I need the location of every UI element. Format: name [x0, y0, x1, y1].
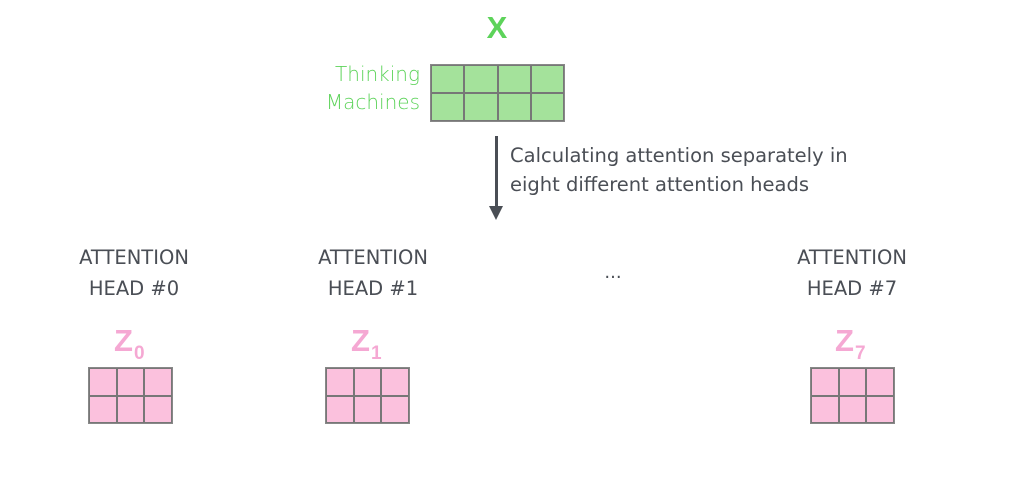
matrix-cell: [431, 93, 465, 121]
matrix-cell: [116, 395, 145, 423]
matrix-cell: [811, 368, 839, 396]
z7-symbol: Z: [835, 323, 854, 358]
matrix-cell: [144, 368, 172, 396]
attention-head-0-title: ATTENTION HEAD #0: [54, 242, 214, 304]
input-matrix-x: [430, 64, 565, 122]
matrix-cell: [497, 93, 531, 121]
attention-head-1-title-line-2: HEAD #1: [327, 277, 419, 300]
matrix-cell: [530, 65, 564, 93]
matrix-cell: [464, 93, 498, 121]
z0-label: Z0: [114, 323, 145, 365]
matrix-cell: [866, 395, 894, 423]
z7-matrix: [810, 367, 895, 424]
matrix-cell: [431, 65, 465, 93]
arrow-caption: Calculating attention separately in eigh…: [510, 141, 848, 199]
matrix-cell: [838, 368, 867, 396]
attention-head-0-title-line-1: ATTENTION: [79, 246, 189, 269]
matrix-cell: [116, 368, 145, 396]
matrix-cell: [866, 368, 894, 396]
arrow-head-icon: [489, 206, 503, 220]
matrix-cell: [353, 395, 382, 423]
z0-matrix: [88, 367, 173, 424]
matrix-cell: [326, 368, 354, 396]
attention-head-0-title-line-2: HEAD #0: [88, 277, 180, 300]
matrix-cell: [530, 93, 564, 121]
matrix-cell: [811, 395, 839, 423]
matrix-cell: [838, 395, 867, 423]
row-label-thinking: Thinking: [335, 62, 420, 86]
attention-head-1-title: ATTENTION HEAD #1: [293, 242, 453, 304]
matrix-cell: [89, 368, 117, 396]
matrix-cell: [144, 395, 172, 423]
z1-symbol: Z: [351, 323, 370, 358]
arrow-caption-line-1: Calculating attention separately in: [510, 144, 848, 167]
heads-ellipsis: ...: [604, 262, 622, 283]
input-x-label: X: [486, 10, 508, 45]
attention-head-7-title-line-2: HEAD #7: [806, 277, 898, 300]
arrow-shaft: [495, 136, 498, 208]
z1-label: Z1: [351, 323, 382, 365]
z0-subscript: 0: [133, 343, 145, 364]
matrix-cell: [381, 368, 409, 396]
attention-head-7-title: ATTENTION HEAD #7: [772, 242, 932, 304]
matrix-cell: [353, 368, 382, 396]
z7-label: Z7: [835, 323, 866, 365]
matrix-cell: [464, 65, 498, 93]
row-label-machines: Machines: [325, 90, 420, 114]
matrix-cell: [381, 395, 409, 423]
attention-head-7-title-line-1: ATTENTION: [797, 246, 907, 269]
arrow-caption-line-2: eight different attention heads: [510, 173, 810, 196]
matrix-cell: [326, 395, 354, 423]
attention-head-1-title-line-1: ATTENTION: [318, 246, 428, 269]
matrix-cell: [89, 395, 117, 423]
z1-subscript: 1: [370, 343, 382, 364]
matrix-cell: [497, 65, 531, 93]
z0-symbol: Z: [114, 323, 133, 358]
z1-matrix: [325, 367, 410, 424]
z7-subscript: 7: [854, 343, 866, 364]
